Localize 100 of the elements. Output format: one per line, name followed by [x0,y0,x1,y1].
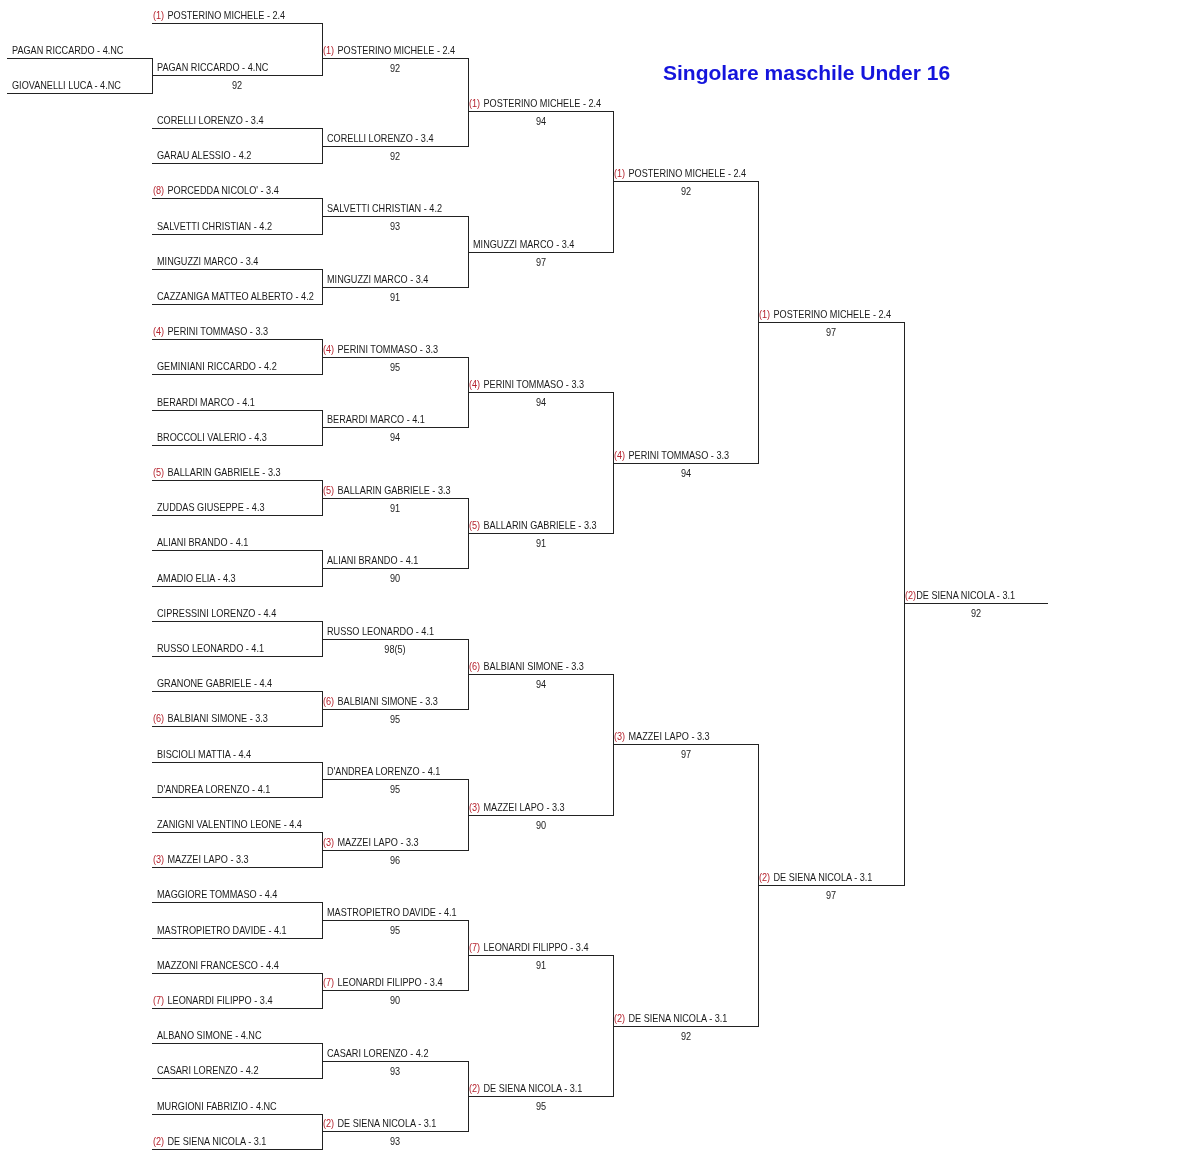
player-name: MASTROPIETRO DAVIDE - 4.1 [327,905,457,919]
player-name: MAGGIORE TOMMASO - 4.4 [157,887,278,901]
seed-number: (5) [153,465,165,479]
bracket-connector [322,480,323,499]
player-name: DE SIENA NICOLA - 3.1 [337,1116,437,1130]
bracket-connector [904,322,905,604]
bracket-connector [322,990,323,1009]
match-score: 91 [535,958,546,972]
seed-number: (4) [469,377,481,391]
seed-number: (8) [153,183,165,197]
match-score: 90 [389,571,401,585]
player-name: POSTERINO MICHELE - 2.4 [773,307,892,321]
bracket-connector [322,287,323,305]
player-name: POSTERINO MICHELE - 2.4 [483,96,602,110]
player-name: GIOVANELLI LUCA - 4.NC [12,78,121,92]
player-name: GARAU ALESSIO - 4.2 [157,148,252,162]
bracket-connector [322,58,323,76]
bracket-connector [322,269,323,288]
bracket-connector [468,357,469,393]
match-score: 90 [389,993,401,1007]
match-score: 92 [680,184,691,198]
bracket-connector [322,339,323,358]
bracket-connector [468,216,469,253]
player-name: MAZZEI LAPO - 3.3 [483,800,565,814]
player-name: MINGUZZI MARCO - 3.4 [157,254,259,268]
match-score: 93 [389,219,401,233]
bracket-connector [758,322,759,464]
bracket-connector [322,832,323,851]
match-score: 92 [970,606,982,620]
player-name: D'ANDREA LORENZO - 4.1 [157,782,271,796]
title: Singolare maschile Under 16 [663,61,951,85]
bracket-connector [613,955,614,1027]
seed-number: (6) [469,659,481,673]
player-name: DE SIENA NICOLA - 3.1 [773,870,873,884]
match-score: 95 [389,782,401,796]
match-score: 94 [389,430,401,444]
match-score: 92 [680,1029,691,1043]
player-name: MAZZONI FRANCESCO - 4.4 [157,958,279,972]
seed-number: (3) [323,835,335,849]
seed-number: (1) [153,8,165,22]
bracket-connector [613,674,614,745]
match-score: 93 [389,1134,401,1148]
seed-number: (2) [905,588,917,602]
bracket-connector [322,146,323,164]
bracket-connector [322,779,323,798]
player-name: BERARDI MARCO - 4.1 [327,412,425,426]
player-name: CASARI LORENZO - 4.2 [157,1063,259,1077]
seed-number: (1) [469,96,481,110]
seed-number: (3) [153,852,165,866]
player-name: CORELLI LORENZO - 3.4 [157,113,264,127]
bracket-connector [468,1061,469,1097]
bracket-connector [322,128,323,147]
player-name: CORELLI LORENZO - 3.4 [327,131,434,145]
player-name: DE SIENA NICOLA - 3.1 [916,588,1016,602]
player-name: POSTERINO MICHELE - 2.4 [628,166,747,180]
match-score: 97 [535,255,546,269]
player-name: PERINI TOMMASO - 3.3 [483,377,585,391]
bracket-connector [468,1096,469,1132]
seed-number: (1) [614,166,626,180]
match-score: 95 [535,1099,546,1113]
seed-number: (3) [469,800,481,814]
match-score: 96 [389,853,401,867]
match-score: 97 [680,747,691,761]
match-score: 91 [389,290,401,304]
player-name: ALIANI BRANDO - 4.1 [327,553,419,567]
bracket-connector [468,815,469,851]
seed-number: (5) [323,483,335,497]
match-score: 91 [535,536,546,550]
player-name: PAGAN RICCARDO - 4.NC [157,60,269,74]
bracket-connector [322,568,323,587]
player-name: D'ANDREA LORENZO - 4.1 [327,764,441,778]
bracket-connector [468,533,469,569]
match-score: 94 [535,395,546,409]
seed-number: (4) [323,342,335,356]
match-score: 97 [825,325,837,339]
bracket-connector [613,111,614,182]
bracket-connector [758,885,759,1027]
player-name: ZANIGNI VALENTINO LEONE - 4.4 [157,817,302,831]
player-name: MAZZEI LAPO - 3.3 [337,835,419,849]
bracket-connector [322,410,323,428]
bracket-connector [322,23,323,59]
bracket-connector [758,181,759,323]
player-name: DE SIENA NICOLA - 3.1 [167,1134,267,1148]
bracket-connector [758,744,759,886]
seed-number: (6) [153,711,165,725]
bracket-connector [322,550,323,569]
player-name: SALVETTI CHRISTIAN - 4.2 [327,201,442,215]
bracket-connector [322,427,323,446]
match-score: 90 [535,818,546,832]
player-name: BALLARIN GABRIELE - 3.3 [337,483,451,497]
seed-number: (6) [323,694,335,708]
seed-number: (4) [153,324,165,338]
seed-number: (2) [153,1134,165,1148]
player-name: AMADIO ELIA - 4.3 [157,571,236,585]
bracket-connector [613,392,614,464]
bracket-connector [468,674,469,710]
match-score: 95 [389,923,401,937]
bracket-connector [322,709,323,727]
player-name: LEONARDI FILIPPO - 3.4 [337,975,443,989]
player-name: CASARI LORENZO - 4.2 [327,1046,429,1060]
